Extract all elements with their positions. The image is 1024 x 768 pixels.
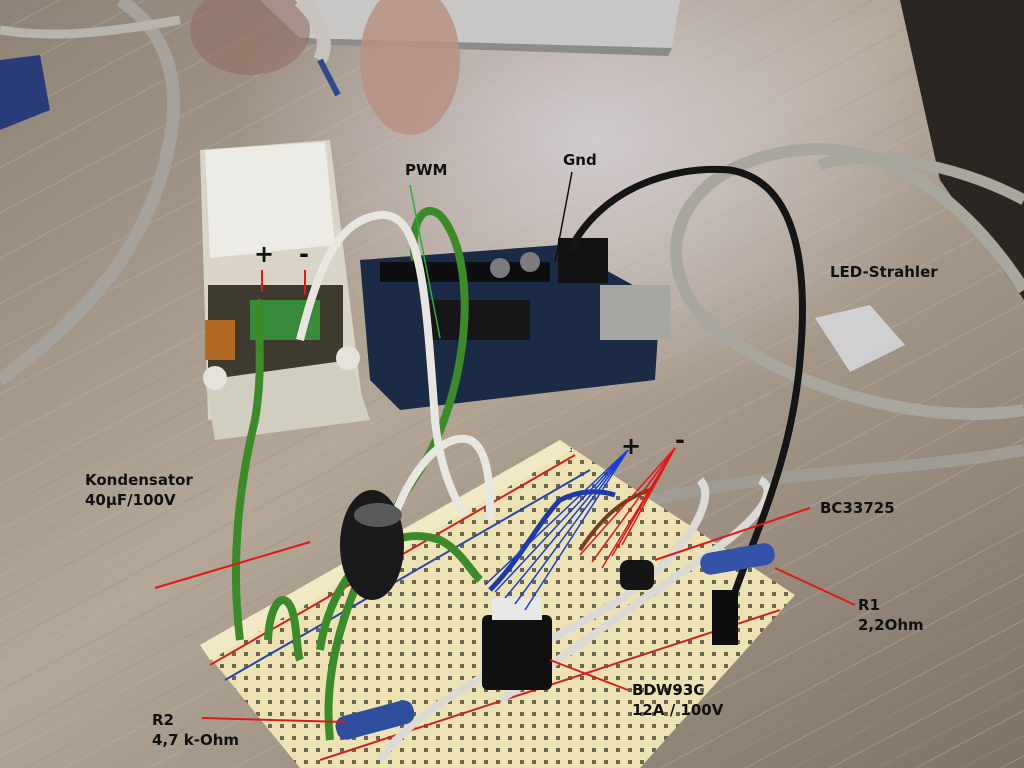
label-r2-name: R2	[152, 711, 174, 729]
label-kondensator: Kondensator 40µF/100V	[85, 470, 193, 510]
finger	[360, 0, 460, 135]
bc-pointer	[654, 507, 811, 561]
label-r1: R1 2,2Ohm	[858, 595, 924, 635]
label-board-plus: +	[621, 432, 642, 460]
label-psu-minus: -	[299, 240, 309, 268]
gnd-pointer	[554, 171, 573, 263]
label-led-strahler: LED-Strahler	[830, 263, 938, 281]
label-bdw93c: BDW93C 12A / 100V	[632, 680, 723, 720]
label-bdw93c-name: BDW93C	[632, 681, 705, 699]
label-psu-plus: +	[254, 240, 275, 268]
pwm-pointer	[409, 184, 441, 339]
white-wire-driver	[296, 210, 469, 518]
label-r1-name: R1	[858, 596, 880, 614]
black-wire-gnd	[566, 165, 806, 641]
transistor-bc	[620, 560, 654, 590]
label-kondensator-name: Kondensator	[85, 471, 193, 489]
grey-cable-left	[0, 0, 181, 386]
label-r2: R2 4,7 k-Ohm	[152, 710, 239, 750]
label-bdw93c-rating: 12A / 100V	[632, 701, 724, 719]
bdw-pointer	[549, 659, 629, 691]
dark-corner	[900, 0, 1024, 300]
label-bc33725: BC33725	[820, 499, 895, 517]
resistor-r2	[335, 700, 415, 740]
r2-pointer	[201, 717, 346, 723]
mains-cable	[294, 0, 331, 64]
resistor-r1	[700, 543, 775, 575]
blue-object	[0, 55, 50, 130]
rj45-plug	[815, 305, 905, 372]
kondensator-pointer	[154, 541, 311, 589]
transistor-bdw93c	[482, 615, 552, 690]
grey-cable-right	[670, 143, 1024, 420]
inductor	[205, 320, 235, 360]
usb-connector	[600, 285, 670, 340]
green-wire-pwm	[324, 207, 469, 741]
label-r2-value: 4,7 k-Ohm	[152, 731, 240, 749]
label-r1-value: 2,2Ohm	[858, 616, 924, 634]
green-wire-long	[231, 298, 266, 641]
label-board-minus: -	[675, 426, 685, 454]
r1-pointer	[774, 567, 856, 606]
label-gnd: Gnd	[563, 151, 597, 169]
label-pwm: PWM	[405, 161, 448, 179]
label-kondensator-value: 40µF/100V	[85, 491, 176, 509]
